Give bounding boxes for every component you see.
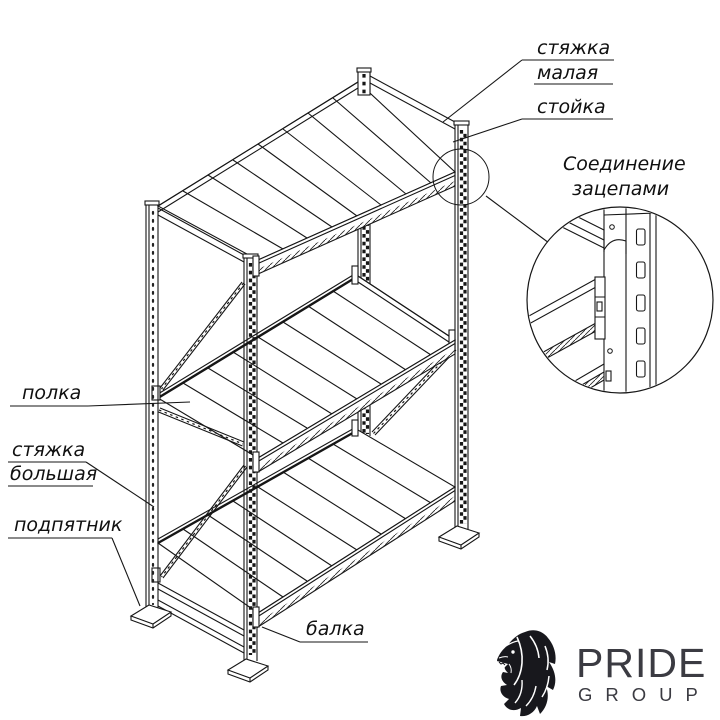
rear-beam-bottom xyxy=(157,425,359,545)
foot-plate-rear-left xyxy=(129,604,173,629)
post-front-left xyxy=(242,253,260,661)
label-hook-connection: Соединение зацепами xyxy=(563,153,686,200)
leader-foot-plate xyxy=(111,537,141,607)
svg-text:полка: полка xyxy=(22,382,81,404)
tie-big-left-lower xyxy=(157,582,245,654)
front-beam-top xyxy=(257,171,456,275)
leader-tie-big xyxy=(85,461,155,508)
label-tie-small: стяжка малая xyxy=(442,37,614,123)
pride-group-logo: PRIDE GROUP xyxy=(497,630,711,717)
label-beam: балка xyxy=(261,618,368,643)
rear-beam-top xyxy=(157,81,359,213)
svg-text:балка: балка xyxy=(306,618,365,640)
leader-beam xyxy=(261,626,301,643)
label-shelf: полка xyxy=(10,382,191,407)
lion-icon xyxy=(497,630,556,717)
tie-small-left xyxy=(157,207,245,263)
tie-small-right xyxy=(369,75,456,130)
shelf-side-channel-middle xyxy=(351,265,456,437)
logo-brand-text: PRIDE xyxy=(576,640,706,686)
label-post: стойка xyxy=(452,96,613,143)
post-front-right xyxy=(453,120,470,529)
label-tie-big-line2: большая xyxy=(10,463,97,485)
leader-tie-small xyxy=(442,59,523,123)
foot-plate-front-right xyxy=(437,525,481,550)
shelf-top xyxy=(156,81,456,261)
label-hook-connection-line2: зацепами xyxy=(572,178,669,200)
leader-shelf xyxy=(87,401,191,407)
label-tie-big: стяжка большая xyxy=(8,439,155,508)
svg-text:подпятник: подпятник xyxy=(14,514,123,536)
logo-suffix-text: GROUP xyxy=(578,684,711,705)
label-hook-connection-line1: Соединение xyxy=(563,153,686,175)
label-foot-plate: подпятник xyxy=(8,514,141,607)
label-tie-small-line1: стяжка xyxy=(537,37,610,59)
detail-circle-small xyxy=(432,148,550,244)
leader-post xyxy=(452,118,523,143)
post-rear-right-top xyxy=(356,67,372,96)
svg-text:стойка: стойка xyxy=(537,96,606,118)
detail-circle-large xyxy=(526,206,714,394)
foot-plate-front-left xyxy=(226,658,270,683)
rear-beam-middle xyxy=(157,271,359,400)
label-tie-big-line1: стяжка xyxy=(12,439,85,461)
post-rear-left xyxy=(144,200,160,609)
brace-left-frame xyxy=(151,281,248,583)
label-tie-small-line2: малая xyxy=(537,62,598,84)
